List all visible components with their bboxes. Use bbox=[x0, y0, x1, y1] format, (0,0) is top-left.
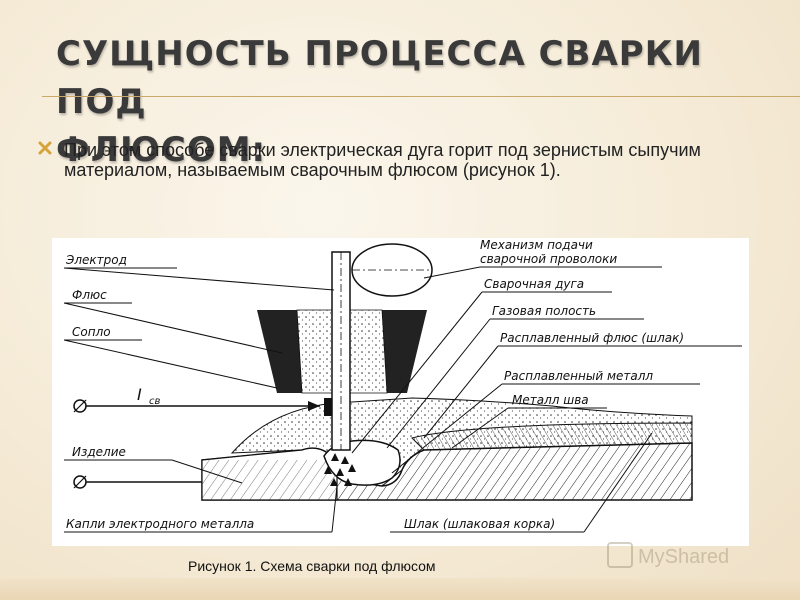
watermark-text: MyShared bbox=[638, 546, 729, 568]
x-bullet-icon bbox=[38, 141, 52, 155]
title-line-2: ФЛЮСОМ: bbox=[56, 130, 267, 170]
label-weld-metal: Металл шва bbox=[512, 393, 589, 407]
title-divider bbox=[42, 96, 800, 97]
bullet-item: При этом способе сварки электрическая ду… bbox=[38, 140, 778, 180]
figure-caption: Рисунок 1. Схема сварки под флюсом bbox=[188, 558, 436, 574]
nozzle bbox=[257, 310, 302, 393]
contact-tip bbox=[324, 398, 332, 416]
label-slag: Шлак (шлаковая корка) bbox=[404, 517, 555, 531]
label-feed-2: сварочной проволоки bbox=[480, 252, 617, 266]
label-feed-1: Механизм подачи bbox=[480, 238, 593, 252]
label-electrode: Электрод bbox=[65, 253, 127, 267]
label-nozzle: Сопло bbox=[72, 325, 111, 339]
welding-diagram-svg: Электрод Флюс Сопло I св Изделие Капли э… bbox=[63, 238, 742, 533]
bullet-text: При этом способе сварки электрическая ду… bbox=[64, 140, 701, 180]
welding-diagram: Электрод Флюс Сопло I св Изделие Капли э… bbox=[52, 238, 749, 546]
label-gas-cavity: Газовая полость bbox=[492, 304, 596, 318]
slag-crust bbox=[411, 422, 693, 451]
electrode-droplets bbox=[324, 453, 356, 486]
nozzle-right bbox=[382, 310, 427, 393]
slide-title: СУЩНОСТЬ ПРОЦЕССА СВАРКИ ПОД ФЛЮСОМ: bbox=[56, 30, 756, 174]
label-molten-metal: Расплавленный металл bbox=[504, 369, 653, 383]
title-line-1: СУЩНОСТЬ ПРОЦЕССА СВАРКИ ПОД bbox=[56, 34, 703, 122]
label-workpiece: Изделие bbox=[72, 445, 126, 459]
bottom-band bbox=[0, 578, 800, 600]
watermark-icon bbox=[607, 542, 633, 568]
label-molten-flux: Расплавленный флюс (шлак) bbox=[500, 331, 684, 345]
label-droplets: Капли электродного металла bbox=[66, 517, 254, 531]
label-current: I bbox=[137, 385, 142, 404]
label-flux: Флюс bbox=[72, 288, 107, 302]
workpiece-hatching bbox=[202, 460, 337, 500]
label-arc: Сварочная дуга bbox=[484, 277, 584, 291]
label-current-sub: св bbox=[149, 396, 160, 407]
watermark-logo: MyShared bbox=[607, 542, 729, 568]
